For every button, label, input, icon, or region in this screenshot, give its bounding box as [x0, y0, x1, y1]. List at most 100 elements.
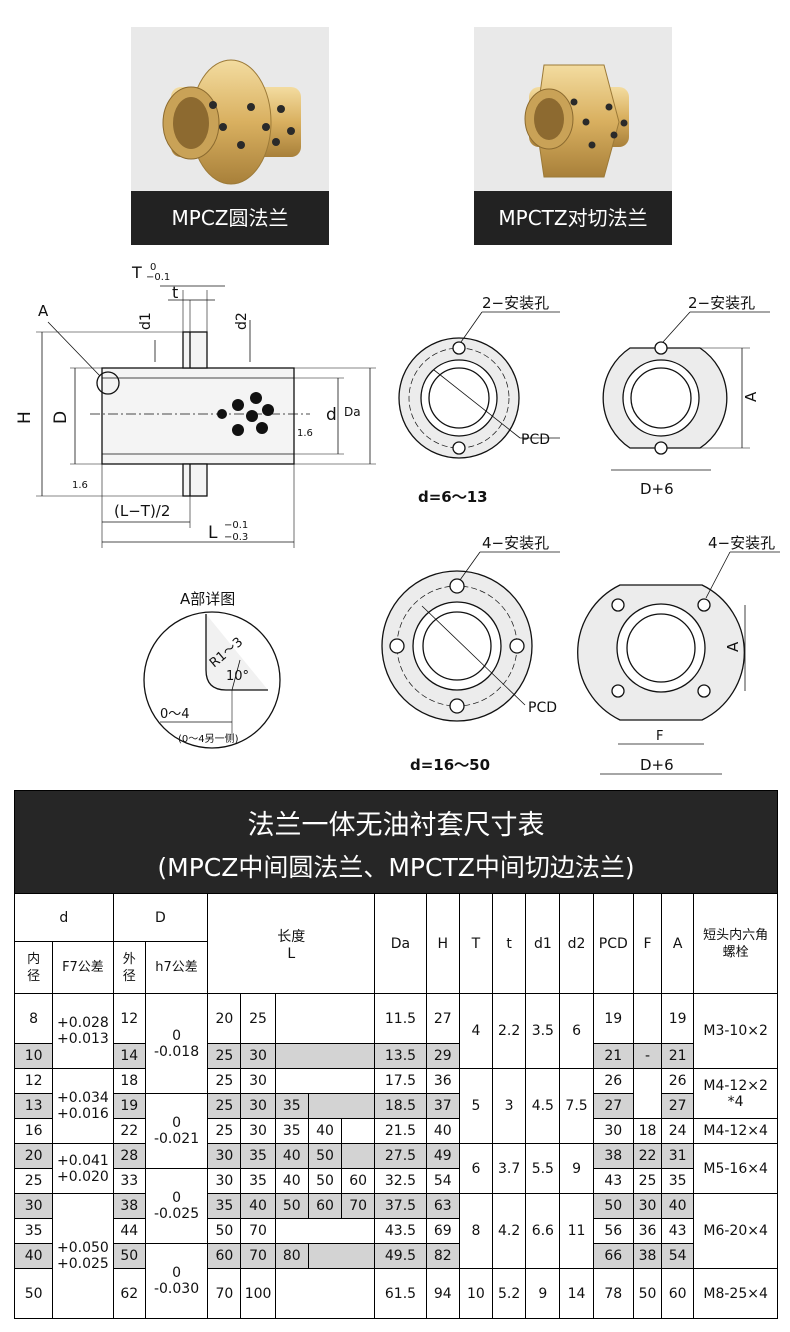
- hdr-A: A: [661, 893, 695, 994]
- cell-L: 50: [207, 1218, 242, 1244]
- cell-A: 43: [661, 1218, 695, 1244]
- H-label: H: [15, 411, 35, 424]
- cell-d2: 7.5: [559, 1068, 594, 1144]
- cell-bolt: M5-16×4: [693, 1143, 778, 1194]
- cell-Da: 18.5: [374, 1093, 427, 1119]
- cell-f7: +0.041+0.020: [52, 1143, 114, 1194]
- cell-F: 22: [632, 1143, 663, 1169]
- cell-L: 35: [274, 1118, 309, 1144]
- cell-L: 20: [207, 993, 242, 1044]
- L-tol-top: −0.1: [224, 520, 248, 531]
- cell-d: 8: [13, 993, 54, 1044]
- cell-L: 60: [207, 1243, 242, 1269]
- cell-H: 36: [425, 1068, 460, 1094]
- cell-t: 2.2: [492, 993, 527, 1069]
- L-tol-bot: −0.3: [224, 532, 248, 543]
- cell-t: 3: [492, 1068, 527, 1144]
- cell-D: 50: [112, 1243, 146, 1269]
- cell-F: 50: [632, 1268, 663, 1319]
- cell-f7: +0.050+0.025: [52, 1193, 114, 1319]
- cell-L: 25: [207, 1093, 242, 1119]
- cell-L: 25: [240, 993, 276, 1044]
- product-card-mpctz: MPCTZ对切法兰: [474, 27, 672, 245]
- cell-d: 35: [13, 1218, 54, 1244]
- hdr-bolt: 短头内六角螺栓: [693, 893, 778, 994]
- Da-label: Da: [344, 405, 361, 419]
- T-label: T: [131, 263, 142, 282]
- cell-L-empty: [274, 1043, 376, 1069]
- cell-F: 38: [632, 1243, 663, 1269]
- cell-bolt: M3-10×2: [693, 993, 778, 1069]
- cell-A: 19: [661, 993, 695, 1044]
- cell-Da: 17.5: [374, 1068, 427, 1094]
- A-dim-small: A: [742, 391, 760, 402]
- dimension-table: 法兰一体无油衬套尺寸表 (MPCZ中间圆法兰、MPCTZ中间切边法兰) d D …: [13, 790, 778, 1319]
- cell-L: 30: [207, 1143, 242, 1169]
- holes4-label: 4−安装孔: [482, 534, 549, 552]
- cell-L: 25: [207, 1068, 242, 1094]
- cell-d2: 9: [559, 1143, 594, 1194]
- cell-PCD: 66: [592, 1243, 634, 1269]
- T-tol-top: 0: [150, 262, 156, 273]
- range-large: d=16～50: [410, 756, 490, 774]
- cell-L-empty: [341, 1118, 376, 1144]
- cell-H: 69: [425, 1218, 460, 1244]
- cell-Da: 11.5: [374, 993, 427, 1044]
- cell-F: -: [632, 1043, 663, 1069]
- mpcz-label: MPCZ圆法兰: [131, 191, 329, 245]
- cell-L: 70: [207, 1268, 242, 1319]
- pcd2-label: PCD: [528, 700, 557, 716]
- hdr-H: H: [425, 893, 460, 994]
- cell-L: 35: [240, 1168, 276, 1194]
- cell-d1: 3.5: [525, 993, 561, 1069]
- cell-H: 40: [425, 1118, 460, 1144]
- cell-L-empty: [274, 993, 376, 1044]
- cell-T: 5: [458, 1068, 494, 1144]
- detail-title: A部详图: [180, 590, 235, 608]
- cell-Da: 32.5: [374, 1168, 427, 1194]
- hdr-F: F: [632, 893, 663, 994]
- cell-D: 12: [112, 993, 146, 1044]
- cell-F: [632, 1068, 663, 1119]
- cell-H: 54: [425, 1168, 460, 1194]
- cell-H: 49: [425, 1143, 460, 1169]
- dplus-large: D+6: [640, 756, 674, 774]
- cell-A: 40: [661, 1193, 695, 1219]
- L-label: L: [208, 523, 218, 543]
- cell-Da: 61.5: [374, 1268, 427, 1319]
- cell-h7: 0-0.030: [144, 1243, 209, 1319]
- cell-L-empty: [274, 1068, 376, 1094]
- cell-D: 22: [112, 1118, 146, 1144]
- table-subtitle: (MPCZ中间圆法兰、MPCTZ中间切边法兰): [157, 853, 635, 882]
- cell-F: 25: [632, 1168, 663, 1194]
- cell-f7: +0.034+0.016: [52, 1068, 114, 1144]
- d-label: d: [326, 405, 337, 425]
- hdr-outer-dia: 外径: [112, 941, 146, 994]
- A-dim-large: A: [724, 641, 742, 652]
- mpctz-label: MPCTZ对切法兰: [474, 191, 672, 245]
- cell-d2: 6: [559, 993, 594, 1069]
- cell-PCD: 26: [592, 1068, 634, 1094]
- cell-H: 37: [425, 1093, 460, 1119]
- cell-d: 13: [13, 1093, 54, 1119]
- cell-d: 20: [13, 1143, 54, 1169]
- cell-L: 80: [274, 1243, 309, 1269]
- cell-F: 30: [632, 1193, 663, 1219]
- cell-d2: 14: [559, 1268, 594, 1319]
- cell-H: 27: [425, 993, 460, 1044]
- cell-d: 40: [13, 1243, 54, 1269]
- cell-L: 40: [274, 1168, 309, 1194]
- cell-F: 36: [632, 1218, 663, 1244]
- cell-T: 6: [458, 1143, 494, 1194]
- cell-H: 82: [425, 1243, 460, 1269]
- hdr-t: t: [492, 893, 527, 994]
- cell-L-empty: [307, 1093, 376, 1119]
- cell-L: 60: [307, 1193, 343, 1219]
- cell-L: 50: [307, 1168, 343, 1194]
